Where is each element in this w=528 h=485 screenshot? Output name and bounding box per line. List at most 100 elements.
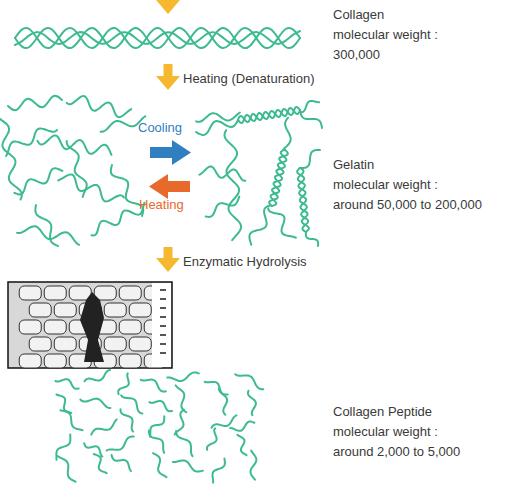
inset-shape [144, 286, 166, 300]
inset-margin [152, 283, 171, 367]
inset-shape [29, 303, 51, 317]
protein-strand [57, 456, 75, 482]
protein-strand [205, 382, 228, 395]
inset-shape [19, 320, 41, 334]
inset-shape [69, 354, 91, 368]
peptide-fragments [55, 370, 263, 483]
protein-strand [84, 370, 110, 381]
protein-strand [92, 203, 145, 236]
protein-strand [176, 431, 192, 456]
inset-shape [119, 286, 141, 300]
inset-mark [160, 289, 166, 291]
protein-strand [238, 108, 300, 122]
arrow-label: Cooling [138, 120, 182, 136]
protein-strand [121, 395, 142, 413]
inset-shape [144, 354, 166, 368]
protein-strand [14, 168, 62, 194]
inset-mark [160, 298, 166, 300]
node-text: molecular weight : [333, 422, 460, 442]
cooling-arrow-head [172, 140, 191, 165]
protein-strand [268, 208, 296, 237]
protein-strand [211, 415, 236, 427]
edge-label: Enzymatic Hydrolysis [183, 254, 307, 270]
node-text: 300,000 [333, 45, 438, 65]
inset-shape [119, 354, 141, 368]
protein-strand [35, 205, 58, 246]
comic-inset [8, 282, 172, 368]
inset-mark [160, 307, 166, 309]
inset-shape [29, 337, 51, 351]
protein-strand [306, 232, 318, 246]
protein-strand [153, 453, 167, 477]
protein-strand [219, 389, 227, 415]
protein-strand [112, 455, 131, 471]
collagen-helix [15, 28, 300, 48]
node-text: molecular weight : [333, 25, 438, 45]
inset-shape [129, 303, 151, 317]
protein-strand [237, 435, 246, 455]
inset-shape [69, 320, 91, 334]
protein-strand [207, 428, 217, 450]
protein-strand [283, 118, 291, 150]
inset-shape [129, 337, 151, 351]
node-text: around 2,000 to 5,000 [333, 442, 460, 462]
cooling-arrow [150, 140, 191, 165]
protein-strand [271, 150, 288, 206]
protein-strand [118, 373, 129, 394]
inset-shape [79, 337, 101, 351]
protein-strand [6, 129, 57, 157]
inset-shape [104, 337, 126, 351]
protein-strand [230, 422, 254, 431]
node-text: around 50,000 to 200,000 [333, 195, 482, 215]
protein-strand [224, 130, 241, 240]
protein-strand [120, 409, 133, 431]
inset-shape [94, 286, 116, 300]
protein-strand [141, 380, 166, 392]
inset-mark [160, 316, 166, 318]
inset-shape [19, 354, 41, 368]
protein-strand [248, 391, 256, 415]
stage-node: Collagenmolecular weight :300,000 [0, 0, 528, 64]
protein-strand [17, 226, 79, 245]
inset-frame [8, 282, 172, 368]
protein-strand [235, 374, 263, 389]
gelatin-network [196, 101, 322, 246]
cooling-arrow-shaft [150, 147, 173, 158]
protein-strand [167, 372, 198, 381]
protein-strand [250, 451, 256, 480]
inset-mark [160, 352, 166, 354]
protein-strand [80, 399, 110, 408]
inset-shape [94, 320, 116, 334]
protein-strand [94, 454, 107, 473]
protein-strand [8, 96, 62, 110]
inset-shape [54, 337, 76, 351]
gelatin-coils [0, 96, 145, 246]
protein-strand [150, 416, 164, 436]
inset-shape [79, 303, 101, 317]
inset-shape [19, 286, 41, 300]
protein-strand [55, 379, 78, 389]
protein-strand [199, 166, 245, 180]
protein-strand [301, 101, 319, 112]
protein-strand [238, 107, 300, 123]
arrow-label: Heating [139, 197, 184, 213]
stage-node: Gelatinmolecular weight :around 50,000 t… [0, 90, 528, 247]
node-text: Gelatin [333, 155, 482, 175]
edge-label: Heating (Denaturation) [183, 71, 315, 87]
protein-strand [0, 118, 22, 199]
process-arrow [164, 64, 173, 76]
node-text: Collagen [333, 5, 438, 25]
protein-strand [15, 28, 300, 48]
text-column: Gelatinmolecular weight :around 50,000 t… [333, 155, 482, 215]
protein-strand [206, 197, 240, 217]
protein-strand [149, 431, 164, 453]
protein-strand [213, 458, 225, 482]
protein-strand [298, 168, 309, 232]
node-text: molecular weight : [333, 175, 482, 195]
text-column: Collagenmolecular weight :300,000 [333, 5, 438, 65]
top-arrow-head [156, 0, 180, 14]
heating-arrow-shaft [167, 181, 190, 192]
protein-strand [297, 168, 308, 232]
protein-strand [111, 165, 143, 216]
